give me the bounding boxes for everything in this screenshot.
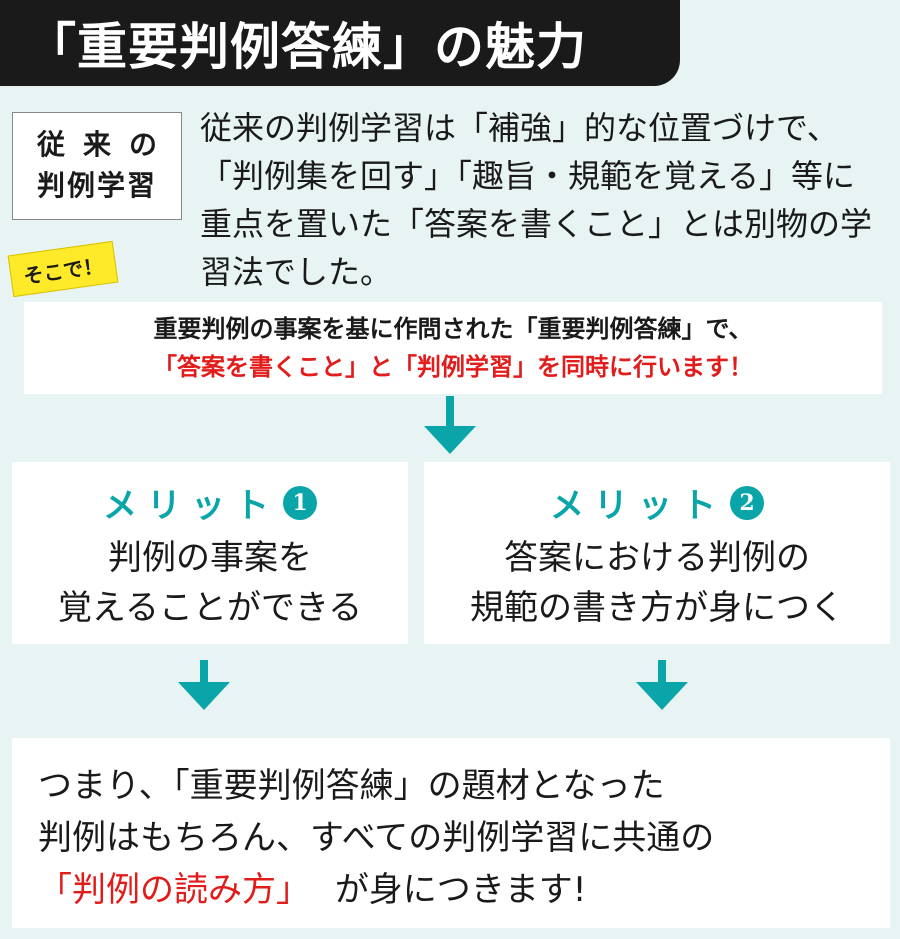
main-banner: 重要判例の事案を基に作問された「重要判例答練」で、 「答案を書くこと」と「判例学…: [24, 302, 882, 394]
merit-1-number: 1: [283, 485, 317, 520]
sticky-note-text: そこで！: [21, 253, 105, 288]
merit-card-1: メリット 1 判例の事案を 覚えることができる: [12, 462, 408, 644]
conclusion-line-3: 「判例の読み方」 が身につきます!: [38, 864, 890, 916]
conclusion-box: つまり、「重要判例答練」の題材となった 判例はもちろん、すべての判例学習に共通の…: [12, 738, 890, 928]
label-line-2: 判例学習: [36, 169, 157, 202]
arrow-down-icon: [424, 396, 476, 454]
merit-1-title: メリット: [103, 486, 279, 526]
intro-line-3: 重点を置いた「答案を書くこと」とは別物の学: [200, 205, 873, 243]
conclusion-line-2: 判例はもちろん、すべての判例学習に共通の: [38, 818, 715, 858]
merit-1-line-1: 判例の事案を: [108, 538, 312, 578]
arrow-down-icon: [636, 660, 688, 710]
intro-line-2: 「判例集を回す」「趣旨・規範を覚える」等に: [200, 157, 856, 195]
conclusion-line-3-rest: が身につきます!: [334, 870, 587, 910]
merit-2-body: 答案における判例の 規範の書き方が身につく: [470, 533, 844, 633]
merit-1-line-2: 覚えることができる: [57, 588, 363, 628]
merit-2-title: メリット: [550, 486, 726, 526]
intro-text: 従来の判例学習は「補強」的な位置づけで、 「判例集を回す」「趣旨・規範を覚える」…: [200, 104, 890, 296]
merit-card-2: メリット 2 答案における判例の 規範の書き方が身につく: [424, 462, 890, 644]
merit-2-line-1: 答案における判例の: [504, 538, 810, 578]
banner-line-1: 重要判例の事案を基に作問された「重要判例答練」で、: [153, 315, 753, 343]
merit-1-body: 判例の事案を 覚えることができる: [58, 533, 362, 633]
conclusion-highlight: 「判例の読み方」: [38, 870, 310, 910]
page-title-text: 「重要判例答練」の魅力: [26, 18, 587, 76]
merit-2-number: 2: [730, 485, 764, 520]
merit-2-heading: メリット 2: [550, 478, 764, 527]
sticky-note: そこで！: [7, 240, 119, 298]
merit-1-heading: メリット 1: [103, 478, 317, 527]
traditional-study-label: 従来の 判例学習: [12, 112, 182, 220]
banner-line-2: 「答案を書くこと」と「判例学習」を同時に行います！: [153, 353, 753, 381]
merit-2-line-2: 規範の書き方が身につく: [470, 588, 844, 628]
conclusion-line-1: つまり、「重要判例答練」の題材となった: [38, 766, 665, 806]
label-line-1: 従来の: [36, 128, 175, 162]
arrow-down-icon: [178, 660, 230, 710]
intro-line-4: 習法でした。: [200, 253, 393, 291]
page-title: 「重要判例答練」の魅力: [0, 0, 680, 86]
intro-line-1: 従来の判例学習は「補強」的な位置づけで、: [200, 109, 839, 147]
